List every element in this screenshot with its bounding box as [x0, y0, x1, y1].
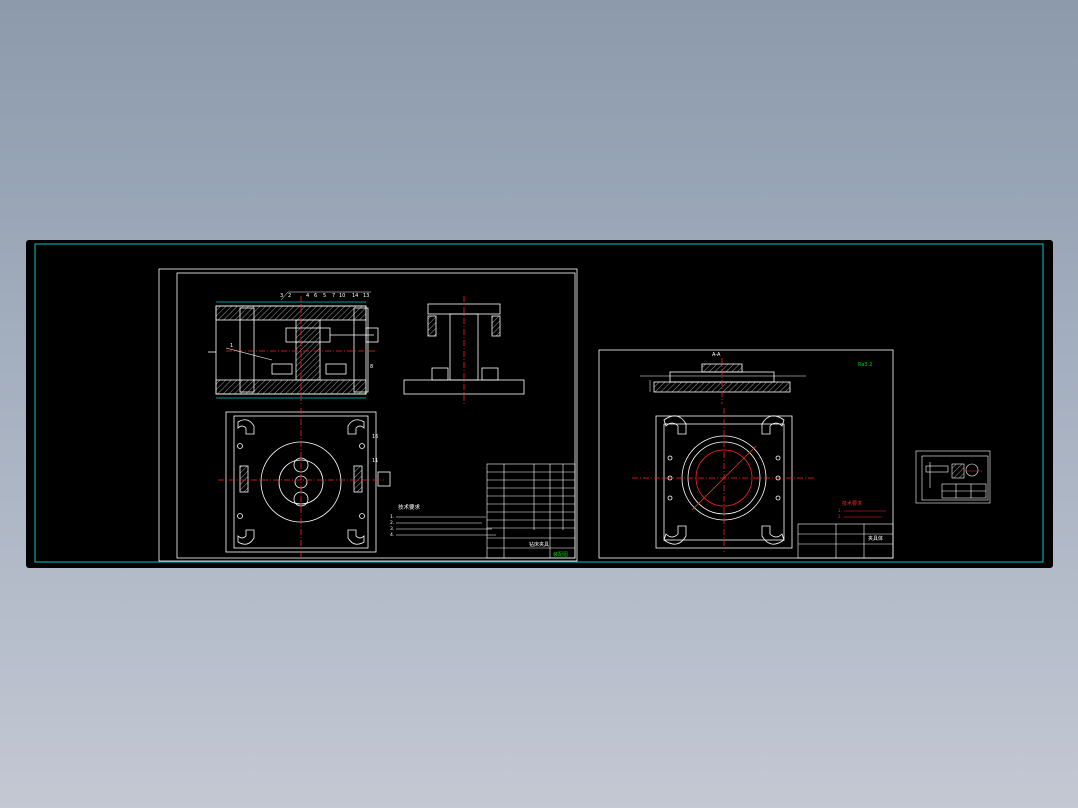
part-number: 5: [323, 293, 326, 299]
note-line: 4.: [390, 532, 394, 538]
assembly-notes-underlines: [396, 516, 496, 536]
assembly-title-block-text: 钻床夹具 装配图: [529, 541, 568, 558]
part-plan-view: [632, 408, 816, 552]
part-sheet: [598, 349, 894, 559]
sheet-border-outer: [158, 268, 578, 562]
part-section-view: [640, 358, 806, 404]
cad-drawing: 3 2 4 6 5 7 10 14 13 1 8 16 11 技术要求 1. 2…: [34, 243, 1044, 563]
part-number: 7: [332, 293, 335, 299]
assembly-notes: 技术要求 1. 2. 3. 4.: [390, 503, 421, 538]
layout-frame: [34, 243, 1044, 563]
part-title-block-name: 夹具体: [868, 535, 883, 542]
title-block-sub: 装配图: [553, 551, 568, 558]
sheet-border: [915, 450, 991, 504]
part-number: 14: [352, 293, 358, 299]
sheet-border: [598, 349, 894, 559]
part-notes-lines: [844, 510, 886, 518]
assembly-side-view: [403, 296, 525, 405]
part-number: 13: [363, 293, 369, 299]
assembly-title-block: [486, 463, 576, 559]
part-note-line: 2.: [838, 514, 842, 519]
part-number: 4: [306, 293, 309, 299]
roughness-tag: Ra3.2: [858, 362, 872, 368]
part-text: Ra3.2 A-A 技术要求 1. 2. 夹具体: [712, 352, 883, 542]
part-number: 3: [280, 293, 283, 299]
part-note-line: 1.: [838, 508, 842, 513]
note-line: 1.: [390, 514, 394, 520]
part-number: 6: [314, 293, 317, 299]
note-line: 2.: [390, 520, 394, 526]
section-label: A-A: [712, 352, 721, 358]
sheet-border-inner: [176, 272, 576, 559]
model-space-viewport[interactable]: 3 2 4 6 5 7 10 14 13 1 8 16 11 技术要求 1. 2…: [26, 240, 1053, 568]
title-block-name: 钻床夹具: [529, 541, 549, 548]
small-sheet: [915, 450, 991, 504]
part-number: 2: [288, 293, 291, 299]
assembly-plan-view: [218, 408, 391, 558]
part-number: 16: [372, 434, 378, 440]
assembly-front-view: [208, 291, 379, 405]
part-notes-title: 技术要求: [842, 500, 862, 507]
assembly-part-numbers: 3 2 4 6 5 7 10 14 13 1 8 16 11: [230, 293, 378, 464]
part-title-block: [797, 523, 894, 559]
part-number: 8: [370, 364, 373, 370]
part-number: 1: [230, 343, 233, 349]
part-number: 11: [372, 458, 378, 464]
assembly-sheet: [158, 268, 578, 562]
note-line: 3.: [390, 526, 394, 532]
part-number: 10: [339, 293, 345, 299]
notes-title: 技术要求: [398, 503, 421, 511]
